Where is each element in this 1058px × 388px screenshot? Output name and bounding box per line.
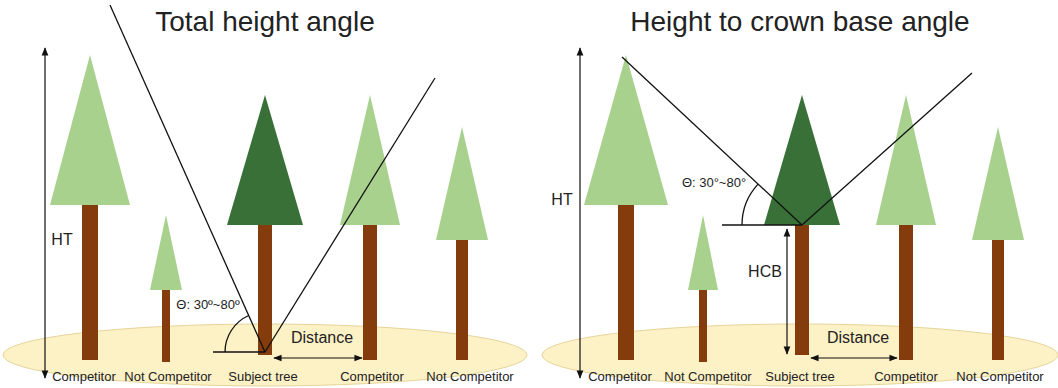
crown-base-label: HCB	[748, 263, 782, 281]
distance-label: Distance	[827, 329, 889, 347]
distance-arrow	[274, 357, 362, 358]
panel-title: Total height angle	[155, 6, 375, 38]
height-arrow	[579, 48, 580, 378]
angle-label: Θ: 30º~80º	[176, 298, 239, 313]
tree	[150, 215, 182, 362]
sight-line	[802, 73, 972, 225]
tree-label: Competitor	[52, 370, 116, 385]
tree	[688, 215, 718, 362]
tree	[50, 55, 130, 360]
crown-base-arrow	[786, 229, 787, 354]
tree	[340, 95, 400, 360]
tree	[436, 127, 488, 360]
tree-label: Not Competitor	[664, 370, 751, 385]
horizontal-line	[213, 351, 265, 352]
tree	[972, 127, 1024, 360]
angle-arc	[742, 184, 758, 225]
panel-title: Height to crown base angle	[630, 6, 969, 38]
tree	[584, 55, 668, 360]
height-label: HT	[51, 231, 72, 249]
tree-label: Subject tree	[228, 370, 297, 385]
sight-line	[265, 78, 435, 352]
tree-label: Competitor	[588, 370, 652, 385]
tree-label: Competitor	[340, 370, 404, 385]
angle-arc	[225, 316, 249, 353]
subject-tree	[227, 95, 303, 355]
sight-line	[622, 57, 802, 225]
distance-arrow	[811, 357, 897, 358]
height-label: HT	[551, 191, 572, 209]
tree-label: Subject tree	[765, 370, 834, 385]
angle-label: Θ: 30°~80°	[682, 176, 746, 191]
distance-label: Distance	[291, 329, 353, 347]
horizontal-line	[722, 224, 802, 225]
height-arrow	[44, 48, 45, 378]
tree-label: Not Competitor	[124, 370, 211, 385]
tree	[876, 95, 936, 360]
tree-label: Competitor	[874, 370, 938, 385]
tree-label: Not Competitor	[956, 370, 1043, 385]
tree-label: Not Competitor	[426, 370, 513, 385]
sight-line	[110, 5, 265, 352]
